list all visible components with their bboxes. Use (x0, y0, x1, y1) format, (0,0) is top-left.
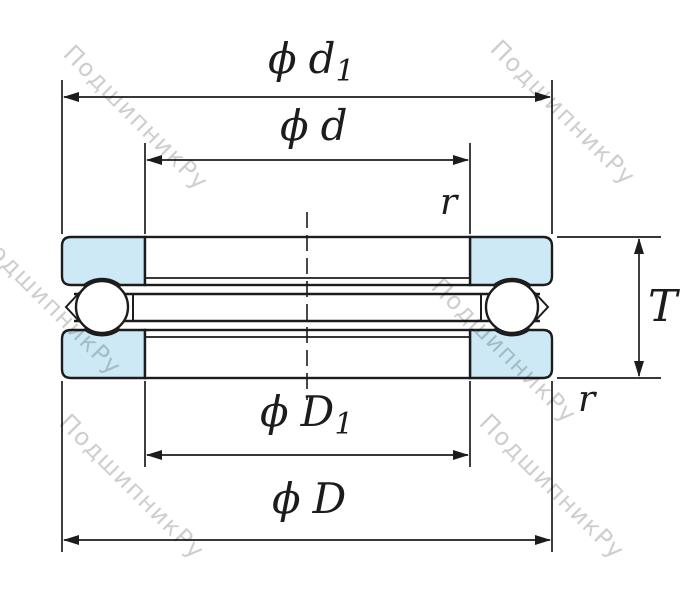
dim-label-r-right: r (578, 379, 597, 420)
phi-symbol: ϕ (272, 474, 301, 523)
watermark-text: ПодшипникРу (54, 408, 211, 565)
watermark-text: ПодшипникРу (485, 34, 642, 191)
ball-left (74, 279, 130, 335)
phi-symbol: ϕ (260, 387, 289, 436)
top-washer-left-section (60, 235, 147, 287)
bearing-drawing (60, 212, 554, 400)
bottom-washer-right-section (468, 328, 554, 380)
ball-right (484, 279, 540, 335)
phi-symbol: ϕ (280, 101, 309, 150)
dim-label-T: T (648, 281, 681, 332)
dim-label-r-top: r (440, 182, 459, 223)
top-washer-right-section (468, 235, 554, 287)
phi-symbol: ϕ (268, 34, 297, 83)
cage-pocket-right (533, 291, 550, 323)
cage-pocket-left (64, 291, 81, 323)
dimension-layer (61, 80, 661, 552)
bottom-washer-left-section (60, 328, 147, 380)
watermark-text: ПодшипникРу (58, 39, 215, 196)
